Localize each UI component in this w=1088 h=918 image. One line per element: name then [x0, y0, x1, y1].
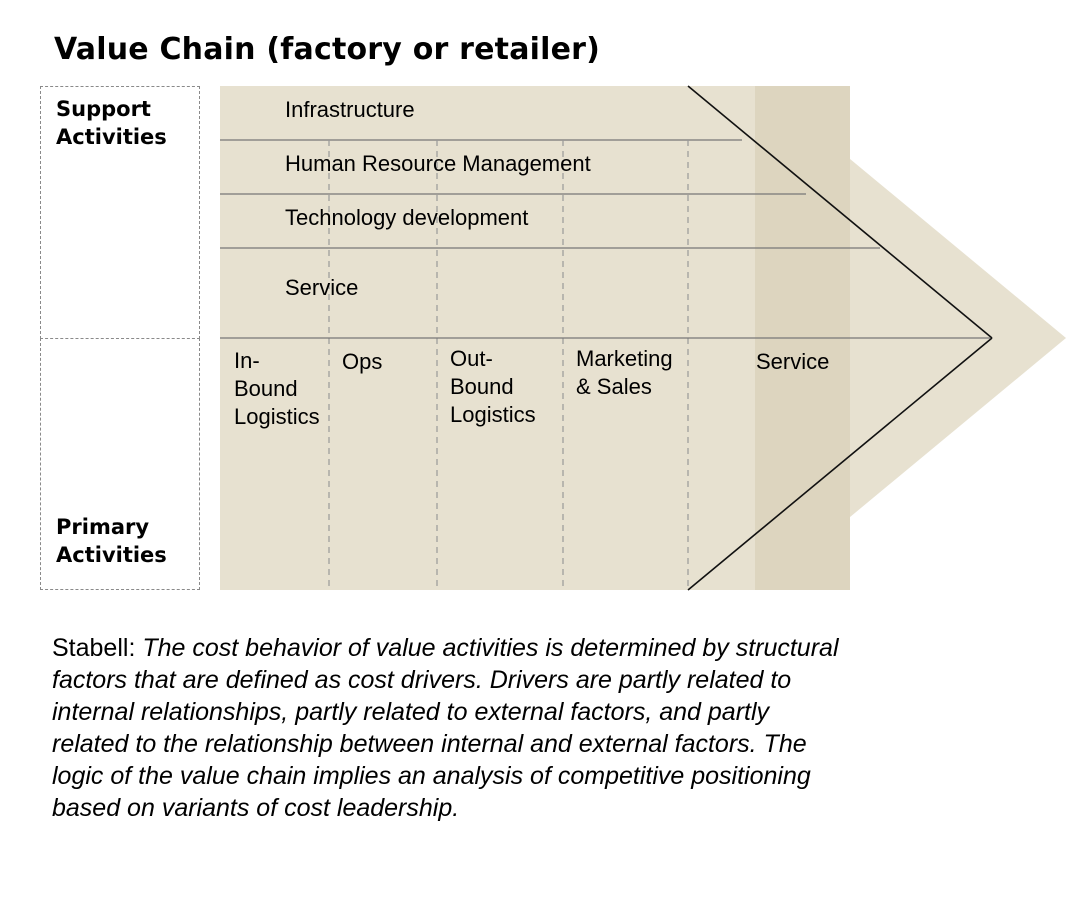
arrow-bottom-edge	[687, 337, 993, 591]
diagram-title: Value Chain (factory or retailer)	[54, 32, 601, 67]
primary-column-dividers	[328, 140, 689, 590]
primary-activities-box	[40, 338, 200, 590]
arrow-top-edge	[687, 85, 993, 339]
support-row-label: Human Resource Management	[285, 151, 591, 176]
quote-author: Stabell:	[52, 634, 136, 662]
primary-column-label: Service	[756, 349, 829, 374]
primary-activities-label: Primary Activities	[56, 515, 167, 567]
support-activities-box	[40, 86, 200, 339]
support-row-dividers	[220, 139, 880, 249]
primary-column-label: Marketing& Sales	[576, 346, 673, 399]
quote-text: The cost behavior of value activities is…	[52, 634, 839, 822]
support-row-label: Technology development	[285, 205, 528, 230]
support-row-label: Service	[285, 275, 358, 300]
primary-column-label: Ops	[342, 349, 382, 374]
support-activities-label: Support Activities	[56, 97, 167, 149]
stabell-quote: Stabell: The cost behavior of value acti…	[52, 632, 842, 824]
support-row-label: Infrastructure	[285, 97, 415, 122]
